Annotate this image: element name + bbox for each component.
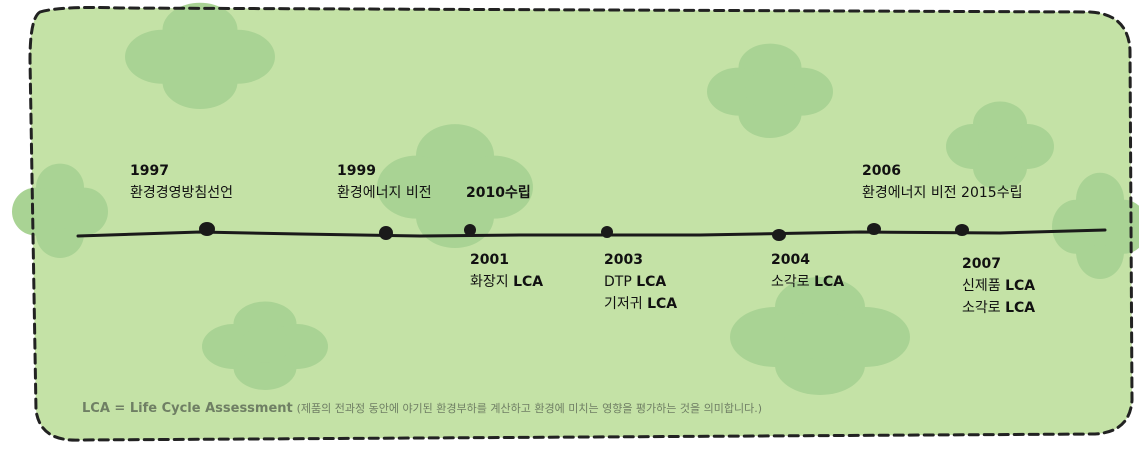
event-2003: 2003 DTP LCA 기저귀 LCA xyxy=(604,249,677,315)
timeline-marker xyxy=(464,224,476,236)
event-description: 소각로 LCA xyxy=(962,300,1036,316)
timeline-marker xyxy=(601,226,613,238)
event-2006: 2006 환경에너지 비전 2015수립 xyxy=(862,160,1022,204)
event-description: 환경에너지 비전 2015수립 xyxy=(862,185,1023,201)
event-2004: 2004 소각로 LCA xyxy=(771,249,844,293)
event-year: 2003 xyxy=(604,252,643,268)
event-description: 소각로 LCA xyxy=(771,274,845,290)
footnote-term: LCA = Life Cycle Assessment xyxy=(82,401,293,416)
event-description: 화장지 LCA xyxy=(470,274,544,290)
timeline-marker xyxy=(379,226,393,240)
timeline-line xyxy=(76,228,1107,238)
card-dashed-border xyxy=(28,6,1134,442)
event-year: 2006 xyxy=(862,163,901,179)
event-2001: 2001 화장지 LCA xyxy=(470,249,543,293)
event-year: 2001 xyxy=(470,252,509,268)
event-description: 2010수립 xyxy=(466,185,531,201)
event-description: DTP LCA xyxy=(604,274,667,290)
timeline-marker xyxy=(772,229,786,241)
footnote-description: (제품의 전과정 동안에 야기된 환경부하를 계산하고 환경에 미치는 영향을 … xyxy=(296,402,763,415)
event-description: 환경에너지 비전 xyxy=(337,185,432,201)
event-1999: 1999 환경에너지 비전 xyxy=(337,160,432,204)
timeline-marker xyxy=(955,224,969,236)
event-2007: 2007 신제품 LCA 소각로 LCA xyxy=(962,253,1035,319)
event-1997: 1997 환경경영방침선언 xyxy=(130,160,233,204)
event-year: 1999 xyxy=(337,163,376,179)
event-1999-continued: 2010수립 xyxy=(466,182,531,204)
event-description: 환경경영방침선언 xyxy=(130,185,234,201)
event-description: 기저귀 LCA xyxy=(604,296,678,312)
timeline-marker xyxy=(867,223,881,235)
event-year: 2004 xyxy=(771,252,810,268)
timeline-markers xyxy=(199,222,969,241)
lca-footnote: LCA = Life Cycle Assessment (제품의 전과정 동안에… xyxy=(82,400,762,416)
event-year: 1997 xyxy=(130,163,169,179)
event-year: 2007 xyxy=(962,256,1001,272)
timeline-marker xyxy=(199,222,215,236)
event-description: 신제품 LCA xyxy=(962,278,1036,294)
